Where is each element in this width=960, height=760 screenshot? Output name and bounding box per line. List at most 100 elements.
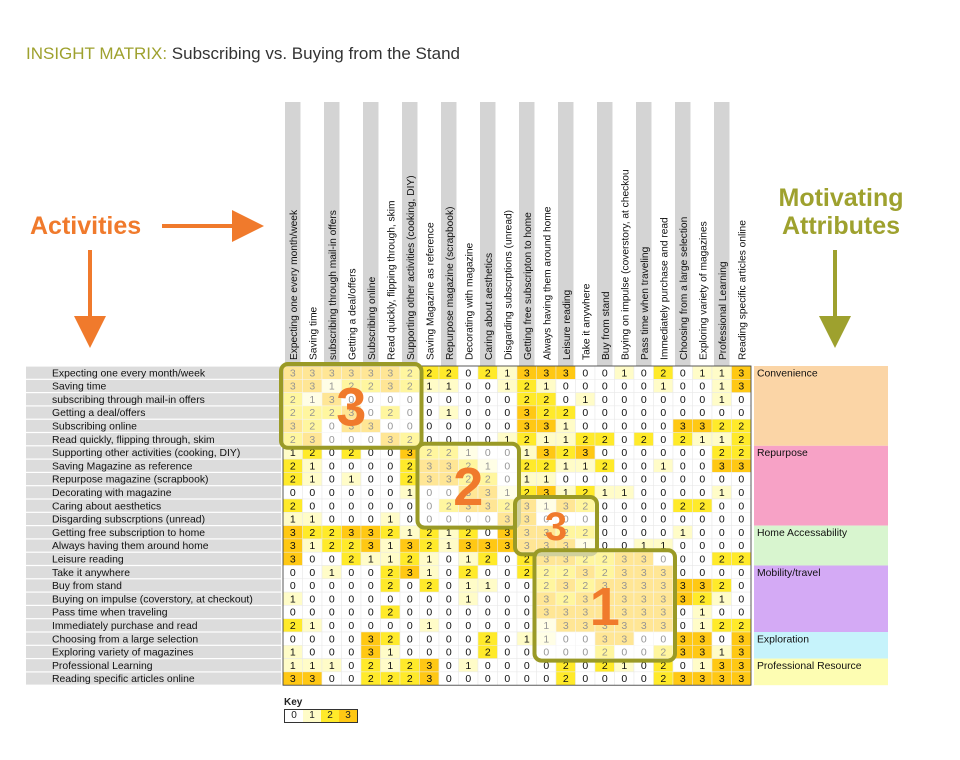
cell-value: 0 [602,474,608,486]
cell-value: 0 [329,593,335,605]
cluster-box [415,441,521,530]
cell-value: 3 [699,633,705,645]
cell-value: 3 [699,673,705,685]
cell-value: 0 [738,567,744,579]
cell-value: 0 [407,633,413,645]
cell-value: 0 [680,474,686,486]
cell-value: 0 [621,673,627,685]
cell-value: 0 [680,381,686,393]
cell-value: 2 [738,620,744,632]
cell-value: 0 [504,660,510,672]
cell-value: 0 [660,434,666,446]
cell-value: 0 [641,527,647,539]
cell-value: 0 [504,394,510,406]
cell-value: 2 [485,554,491,566]
cell-value: 0 [387,593,393,605]
cell-value: 0 [524,593,530,605]
cell-value: 0 [602,367,608,379]
cell-value: 2 [563,447,569,459]
attribute-group [754,565,888,632]
cell-value: 1 [699,434,705,446]
cell-value: 0 [660,447,666,459]
cell-value: 0 [582,367,588,379]
cell-value: 1 [719,394,725,406]
cell-value: 0 [485,607,491,619]
row-label-bg [26,579,281,592]
cell-value: 0 [641,421,647,433]
cell-value: 2 [290,620,296,632]
cell-value: 0 [738,407,744,419]
cell-value: 0 [348,514,354,526]
cell-value: 2 [660,367,666,379]
row-label: Reading specific articles online [52,674,195,685]
cell-value: 0 [504,580,510,592]
cell-value: 0 [660,407,666,419]
cell-value: 0 [348,487,354,499]
cell-value: 0 [348,620,354,632]
cell-value: 1 [446,407,452,419]
column-header: Caring about aesthetics [484,253,495,360]
cell-value: 0 [446,673,452,685]
cell-value: 0 [582,421,588,433]
cell-value: 0 [524,580,530,592]
cell-value: 2 [387,580,393,592]
cell-value: 0 [407,647,413,659]
cell-value: 2 [426,580,432,592]
column-header: Supporting other activities (cooking, DI… [406,175,417,360]
cell-value: 2 [368,673,374,685]
cell-value: 0 [699,487,705,499]
cluster-label: 2 [453,457,483,517]
column-header: Immediately purchase and read [659,217,670,360]
row-label-bg [26,645,281,658]
cell-value: 1 [582,460,588,472]
cell-value: 0 [504,633,510,645]
cell-value: 2 [719,554,725,566]
cell-value: 0 [387,487,393,499]
cell-value: 1 [621,487,627,499]
cell-value: 1 [719,647,725,659]
cell-value: 2 [738,554,744,566]
cell-value: 0 [329,460,335,472]
cell-value: 0 [680,620,686,632]
cell-value: 1 [309,474,315,486]
cell-value: 0 [563,381,569,393]
cell-value: 1 [582,394,588,406]
cell-value: 3 [680,647,686,659]
cell-value: 0 [465,620,471,632]
cell-value: 1 [699,620,705,632]
cell-value: 1 [699,660,705,672]
cell-value: 1 [719,381,725,393]
cell-value: 0 [348,607,354,619]
cell-value: 2 [348,554,354,566]
cell-value: 3 [485,540,491,552]
row-label-bg [26,539,281,552]
cell-value: 0 [387,620,393,632]
cell-value: 0 [504,593,510,605]
cell-value: 3 [582,447,588,459]
cell-value: 1 [660,381,666,393]
cell-value: 0 [680,567,686,579]
cell-value: 0 [426,633,432,645]
cell-value: 0 [641,381,647,393]
row-label: Expecting one every month/week [52,368,206,379]
cell-value: 0 [504,567,510,579]
cell-value: 0 [465,434,471,446]
cell-value: 0 [446,580,452,592]
cell-value: 0 [602,421,608,433]
row-label: Take it anywhere [52,568,130,579]
cell-value: 0 [660,421,666,433]
attribute-label: Professional Resource [757,661,862,672]
cell-value: 0 [465,367,471,379]
cell-value: 1 [563,421,569,433]
cell-value: 0 [290,633,296,645]
cell-value: 1 [465,593,471,605]
row-label: Choosing from a large selection [52,634,198,645]
cell-value: 0 [329,673,335,685]
cell-value: 0 [329,447,335,459]
cell-value: 0 [699,381,705,393]
cell-value: 3 [290,673,296,685]
key-swatch: 0 [285,710,303,722]
cell-value: 1 [485,580,491,592]
cell-value: 0 [368,593,374,605]
attribute-group [754,525,888,566]
